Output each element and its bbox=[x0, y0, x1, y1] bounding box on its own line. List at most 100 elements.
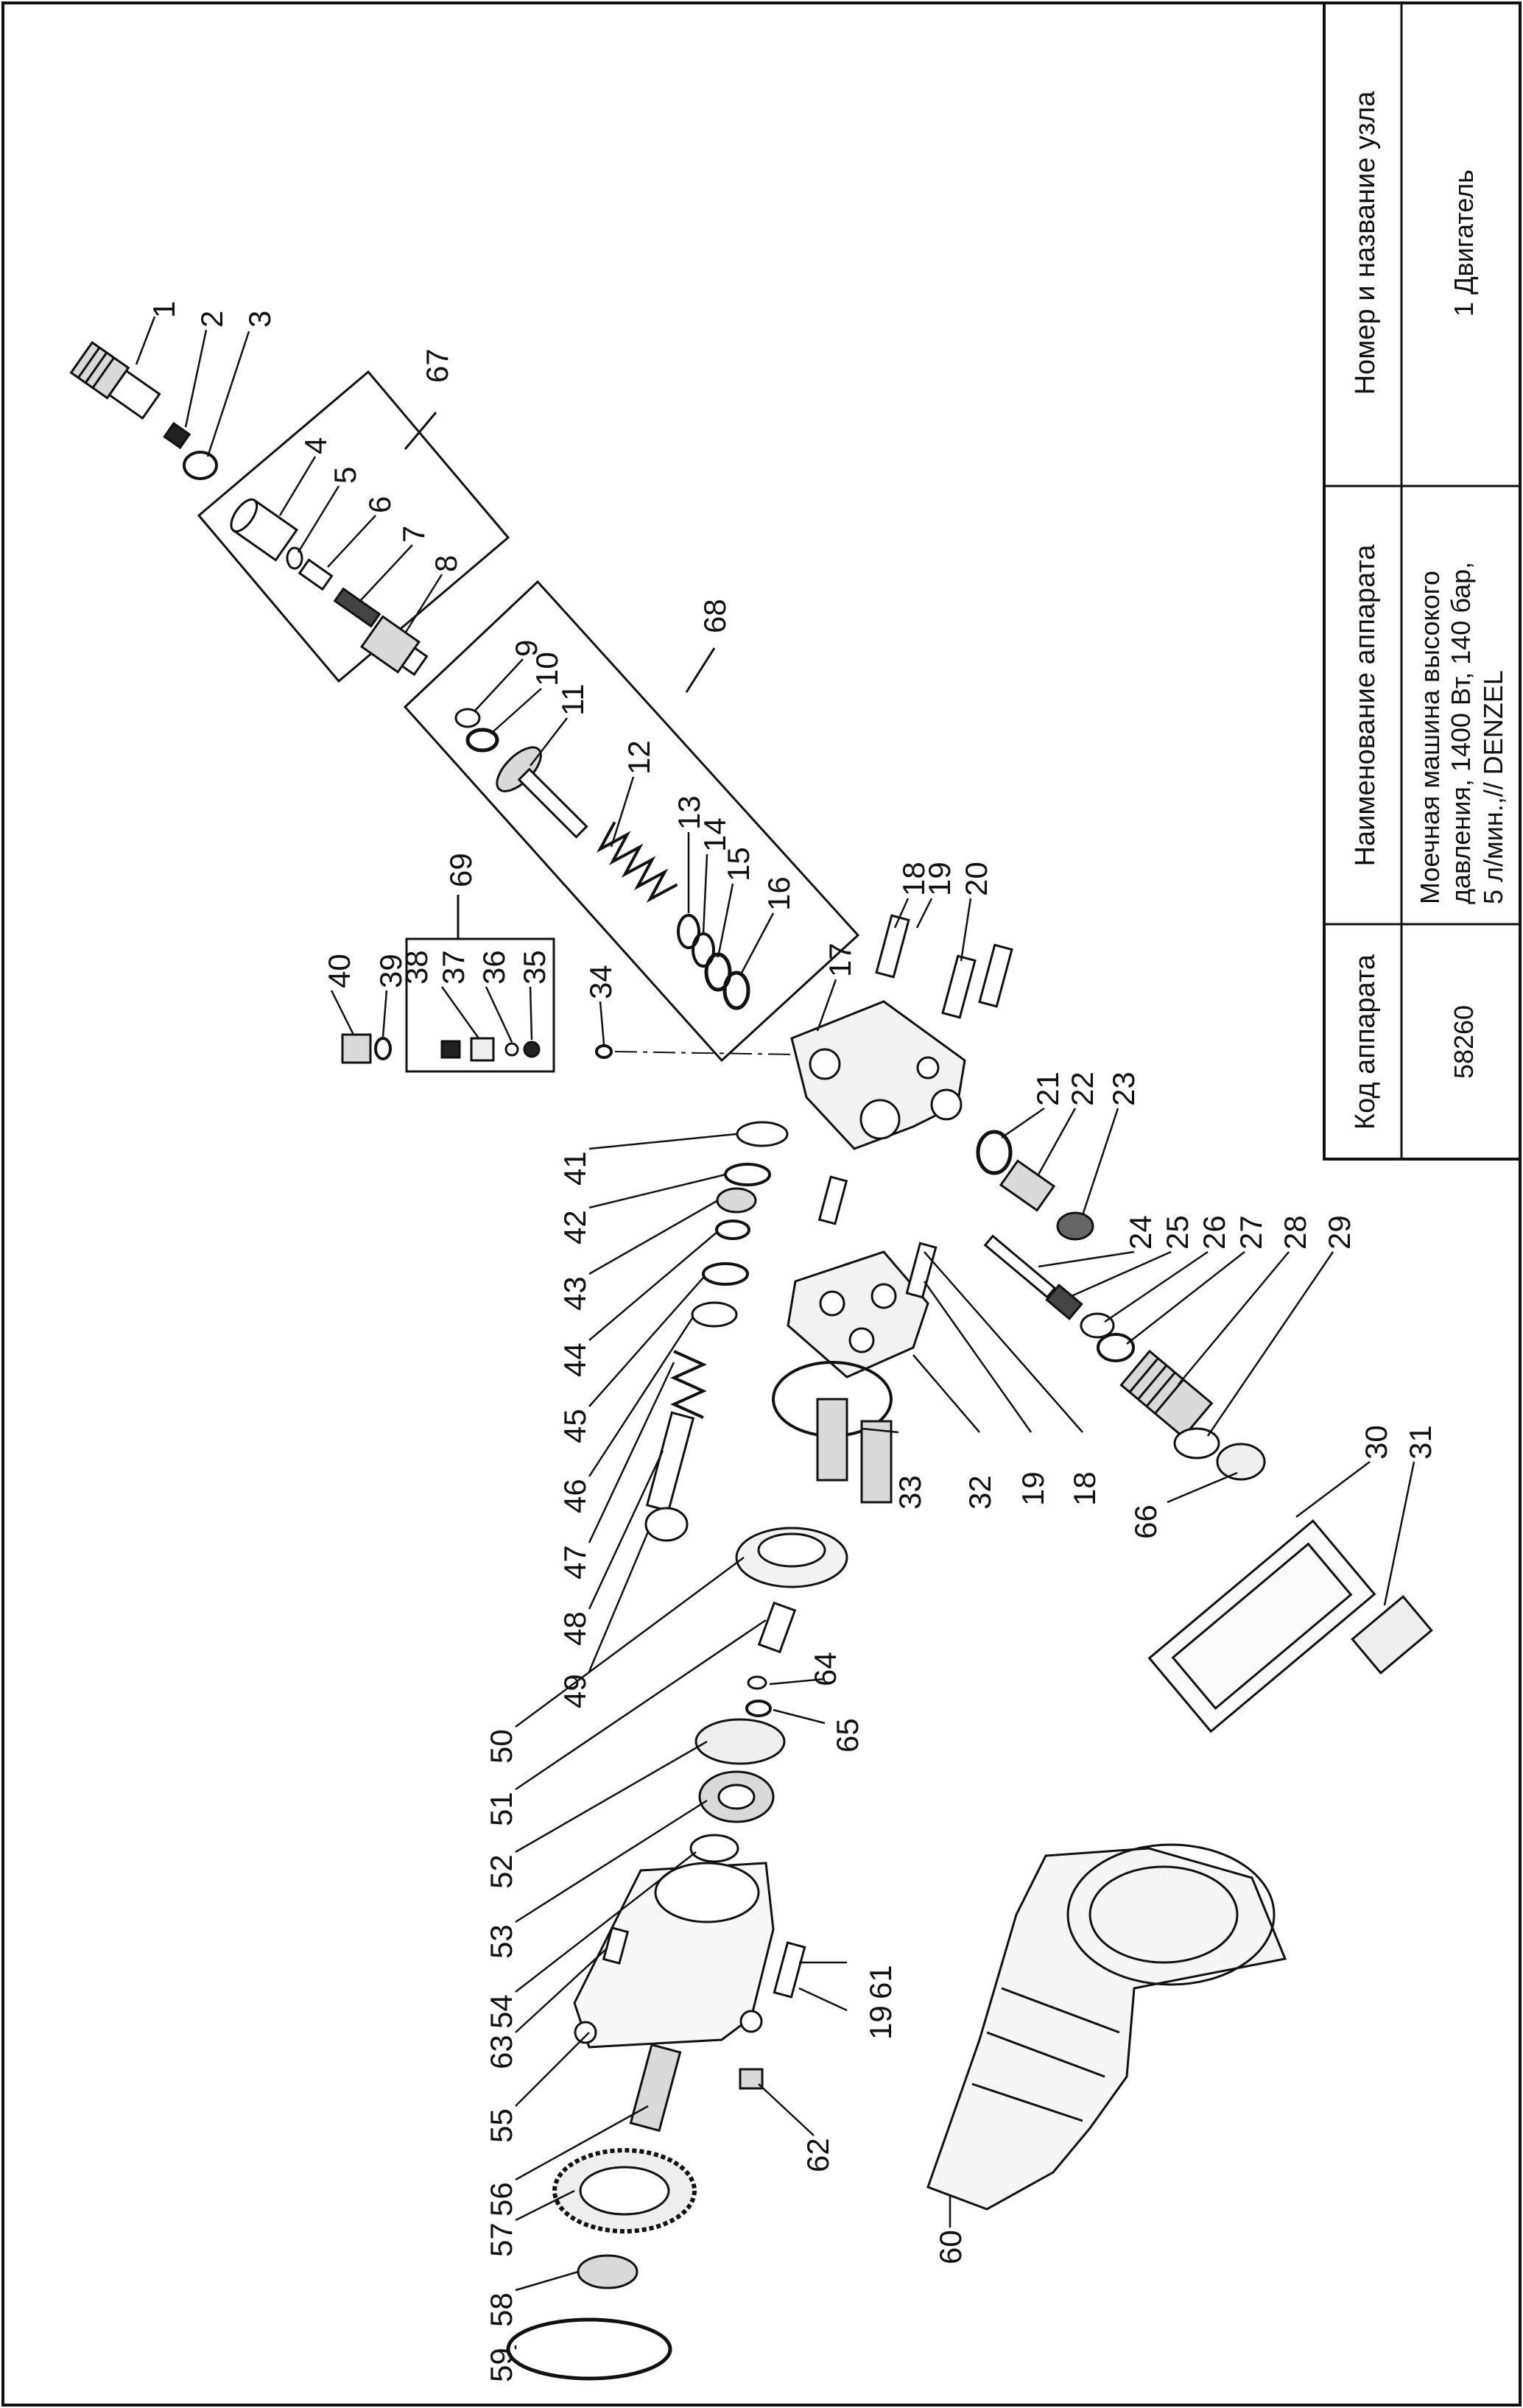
callout-23: 23 bbox=[1106, 1071, 1141, 1106]
part-58-bearing bbox=[577, 2254, 639, 2289]
part-27-o-ring bbox=[1097, 1333, 1135, 1362]
group-frame-68 bbox=[403, 580, 860, 1063]
part-57-gear bbox=[552, 2148, 697, 2233]
callout-43: 43 bbox=[558, 1276, 592, 1311]
part-16-ring bbox=[722, 971, 750, 1010]
part-28-thread-body bbox=[1119, 1349, 1214, 1439]
part-23-filter bbox=[1056, 1211, 1094, 1241]
part-36-ball bbox=[504, 1042, 519, 1057]
callout-59: 59 bbox=[484, 2348, 518, 2382]
header-code: Код аппарата bbox=[1350, 954, 1381, 1130]
part-60-motor bbox=[926, 1843, 1287, 2211]
callout-35: 35 bbox=[517, 950, 552, 985]
callout-45: 45 bbox=[558, 1409, 592, 1443]
part-1-outlet-fitting bbox=[69, 341, 161, 420]
callout-33: 33 bbox=[893, 1475, 927, 1510]
callout-50: 50 bbox=[484, 1729, 518, 1764]
callout-60: 60 bbox=[933, 2230, 968, 2264]
part-42-ring bbox=[724, 1163, 771, 1186]
part-20-bolt-b bbox=[978, 943, 1013, 1008]
callout-5: 5 bbox=[328, 467, 362, 484]
callout-31: 31 bbox=[1403, 1425, 1438, 1460]
callout-10: 10 bbox=[530, 652, 564, 686]
part-59-o-ring bbox=[506, 2317, 672, 2381]
title-block: Номер и название узла Наименование аппар… bbox=[1323, 1, 1522, 1161]
callout-7: 7 bbox=[396, 526, 431, 543]
part-56-shaft bbox=[629, 2043, 682, 2133]
part-19-bolt-b bbox=[905, 1242, 938, 1299]
part-32-plate bbox=[787, 1250, 929, 1379]
callout-15: 15 bbox=[721, 847, 756, 881]
part-8-valve-body bbox=[359, 615, 429, 677]
part-9-ring bbox=[454, 708, 481, 728]
part-54-seal bbox=[689, 1834, 739, 1863]
callout-16: 16 bbox=[762, 876, 796, 911]
group-frame-69 bbox=[405, 895, 555, 1073]
callout-38: 38 bbox=[399, 950, 434, 985]
callout-62: 62 bbox=[801, 2138, 835, 2172]
part-13-ring bbox=[677, 914, 700, 949]
callout-28: 28 bbox=[1278, 1215, 1312, 1250]
callout-56: 56 bbox=[484, 2182, 518, 2217]
callout-labels: 1 2 3 4 5 6 7 8 9 10 11 12 13 14 15 16 1… bbox=[147, 301, 1438, 2382]
part-48-piston-rod bbox=[645, 1411, 695, 1513]
callout-9: 9 bbox=[509, 640, 544, 657]
value-name-line-2: давления, 1400 Вт, 140 бар, bbox=[1446, 562, 1476, 904]
callout-8: 8 bbox=[429, 555, 463, 572]
callout-65: 65 bbox=[830, 1718, 865, 1753]
callout-58: 58 bbox=[484, 2292, 518, 2327]
part-66-cap bbox=[1216, 1443, 1266, 1481]
leader-lines bbox=[135, 316, 1415, 2349]
callout-11: 11 bbox=[555, 683, 590, 716]
value-name-line-3: 5 л/мин.,// DENZEL bbox=[1478, 670, 1508, 904]
part-17-pump-head bbox=[790, 1000, 966, 1150]
part-34-o-ring bbox=[595, 1044, 613, 1059]
part-35-ring bbox=[523, 1041, 541, 1058]
part-40-cap bbox=[341, 1033, 372, 1064]
callout-67: 67 bbox=[420, 348, 454, 383]
callout-55: 55 bbox=[484, 2108, 518, 2143]
callout-13: 13 bbox=[672, 795, 706, 830]
callout-51: 51 bbox=[484, 1792, 518, 1826]
callout-34: 34 bbox=[583, 965, 618, 999]
callout-18: 18 bbox=[896, 862, 931, 896]
callout-26: 26 bbox=[1197, 1215, 1231, 1250]
callout-30: 30 bbox=[1359, 1425, 1393, 1460]
parts-art bbox=[69, 341, 1433, 2381]
callout-19: 19 bbox=[922, 862, 957, 896]
callout-12: 12 bbox=[622, 740, 656, 775]
callout-66: 66 bbox=[1128, 1504, 1163, 1539]
callout-24: 24 bbox=[1123, 1215, 1158, 1250]
part-53-bearing bbox=[698, 1770, 775, 1823]
group-frame-67 bbox=[197, 370, 510, 683]
part-18-bolt bbox=[875, 914, 910, 979]
part-64-washer bbox=[747, 1675, 767, 1690]
callout-57: 57 bbox=[484, 2222, 518, 2257]
part-61-bolt bbox=[773, 1941, 806, 1999]
part-63-bolt bbox=[602, 1926, 630, 1965]
callout-54: 54 bbox=[484, 1994, 518, 2029]
part-31-microswitch bbox=[1351, 1594, 1433, 1675]
callout-1: 1 bbox=[147, 301, 181, 318]
part-21-ring bbox=[976, 1130, 1013, 1175]
part-20-bolt-a bbox=[941, 954, 977, 1019]
part-46-seal bbox=[691, 1301, 738, 1328]
callout-39: 39 bbox=[373, 954, 408, 988]
callout-25: 25 bbox=[1160, 1215, 1195, 1250]
callout-48: 48 bbox=[558, 1611, 592, 1646]
callout-32: 32 bbox=[963, 1475, 997, 1510]
part-25-spring bbox=[1045, 1284, 1083, 1320]
part-30-switch-cover bbox=[1147, 1519, 1376, 1733]
part-55-gear-housing bbox=[573, 1862, 775, 2049]
callout-27: 27 bbox=[1234, 1215, 1268, 1250]
part-7-spring bbox=[333, 587, 381, 628]
callout-20: 20 bbox=[959, 862, 993, 896]
part-26-ring bbox=[1080, 1312, 1115, 1339]
part-65-washer bbox=[745, 1700, 772, 1717]
part-2-spring bbox=[163, 421, 191, 449]
part-22-inlet-fitting bbox=[999, 1159, 1056, 1212]
part-5-ring bbox=[286, 546, 303, 570]
part-50-swash-plate bbox=[735, 1527, 848, 1588]
callout-17: 17 bbox=[823, 943, 857, 977]
part-38-spring bbox=[440, 1040, 461, 1059]
